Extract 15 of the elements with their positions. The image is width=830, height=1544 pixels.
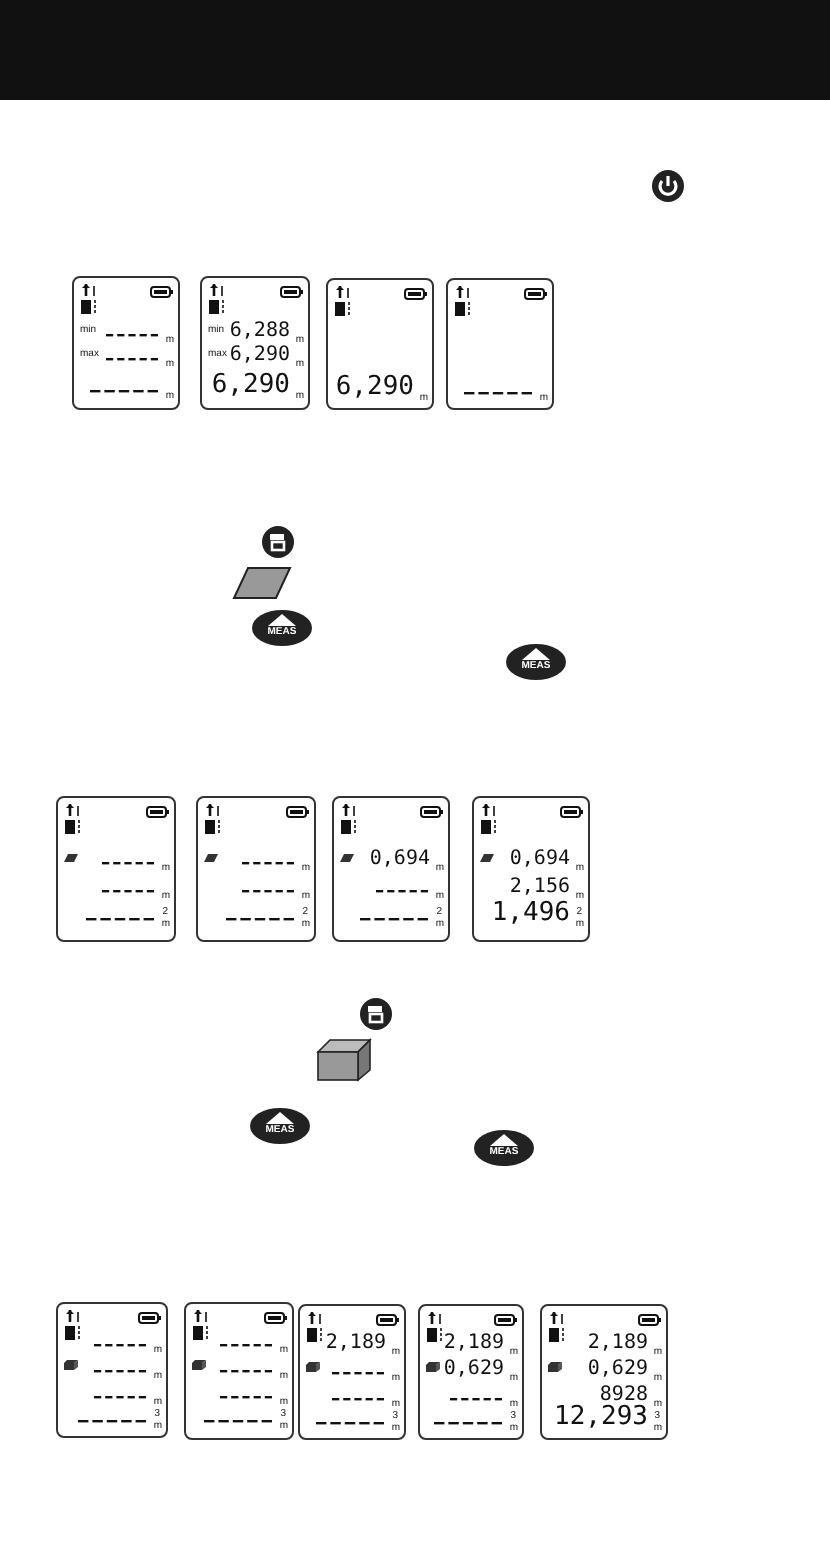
reading-value: 0,629 (587, 1360, 648, 1380)
reading-value: 0,694 (509, 850, 570, 870)
reading-value: 6,290 (335, 374, 414, 400)
reading-value: 6,290 (229, 346, 290, 366)
reading-value: 1,496 (491, 900, 570, 926)
reading-value: 6,288 (229, 322, 290, 342)
reading-value: 2,189 (443, 1334, 504, 1354)
reading-value: 2,189 (587, 1334, 648, 1354)
reading-value: 2,156 (509, 878, 570, 898)
reading-value: 6,290 (211, 372, 290, 398)
reading-value: 2,189 (325, 1334, 386, 1354)
reading-value: 12,293 (554, 1404, 648, 1430)
reading-value: 8928 (599, 1386, 648, 1406)
reading-value: 0,694 (369, 850, 430, 870)
reading-value: 0,629 (443, 1360, 504, 1380)
